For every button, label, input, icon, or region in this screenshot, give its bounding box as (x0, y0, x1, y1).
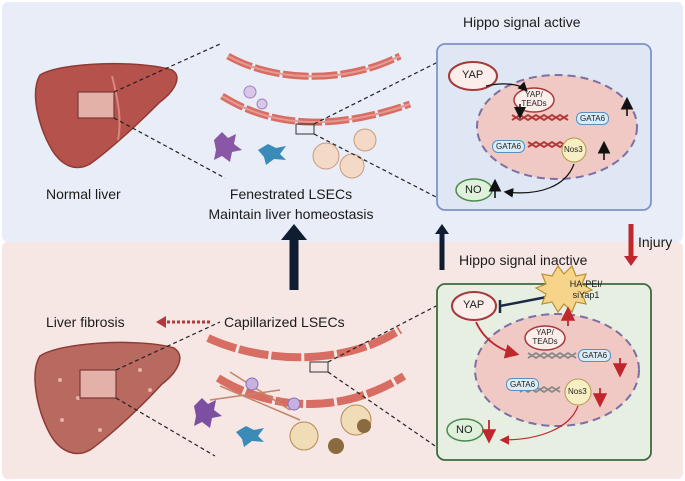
active-nos3-label: Nos3 (564, 145, 583, 154)
inactive-gata6-gene: GATA6 (578, 349, 612, 362)
active-no-label: NO (465, 184, 482, 196)
inactive-yap-teads-line1: YAP/ (536, 328, 554, 337)
normal-liver-label: Normal liver (46, 186, 121, 202)
active-yap-teads-line1: YAP/ (525, 90, 543, 99)
active-gata6-gene: GATA6 (576, 112, 610, 125)
homeostasis-label: Maintain liver homeostasis (208, 206, 374, 222)
active-yap-node (448, 61, 498, 91)
hippo-active-title: Hippo signal active (463, 14, 581, 30)
fenestrated-lsec-illustration (214, 52, 412, 179)
fibrotic-liver-illustration (34, 341, 181, 455)
treatment-label-line2: siYap1 (572, 290, 600, 300)
capillarized-label: Capillarized LSECs (224, 314, 345, 330)
inactive-no-label: NO (456, 424, 473, 436)
injury-label: Injury (638, 234, 673, 250)
inactive-nos3-label: Nos3 (568, 387, 587, 396)
treatment-badge (534, 264, 594, 314)
active-nucleus (476, 74, 638, 180)
inactive-gata6-protein: GATA6 (506, 378, 540, 391)
active-gata6-protein: GATA6 (492, 140, 526, 153)
fenestrated-label: Fenestrated LSECs (229, 186, 353, 202)
hippo-inactive-title: Hippo signal inactive (459, 252, 588, 268)
active-yap-label: YAP (462, 69, 484, 81)
inactive-yap-node (451, 291, 497, 321)
liver-fibrosis-label: Liver fibrosis (46, 314, 125, 330)
active-yap-teads-line2: TEADs (521, 99, 547, 108)
inactive-yap-label: YAP (463, 299, 485, 311)
capillarized-lsec-illustration (194, 326, 407, 454)
treatment-label-line1: HA-PEI/ (569, 279, 603, 289)
inactive-yap-teads-line2: TEADs (532, 337, 558, 346)
